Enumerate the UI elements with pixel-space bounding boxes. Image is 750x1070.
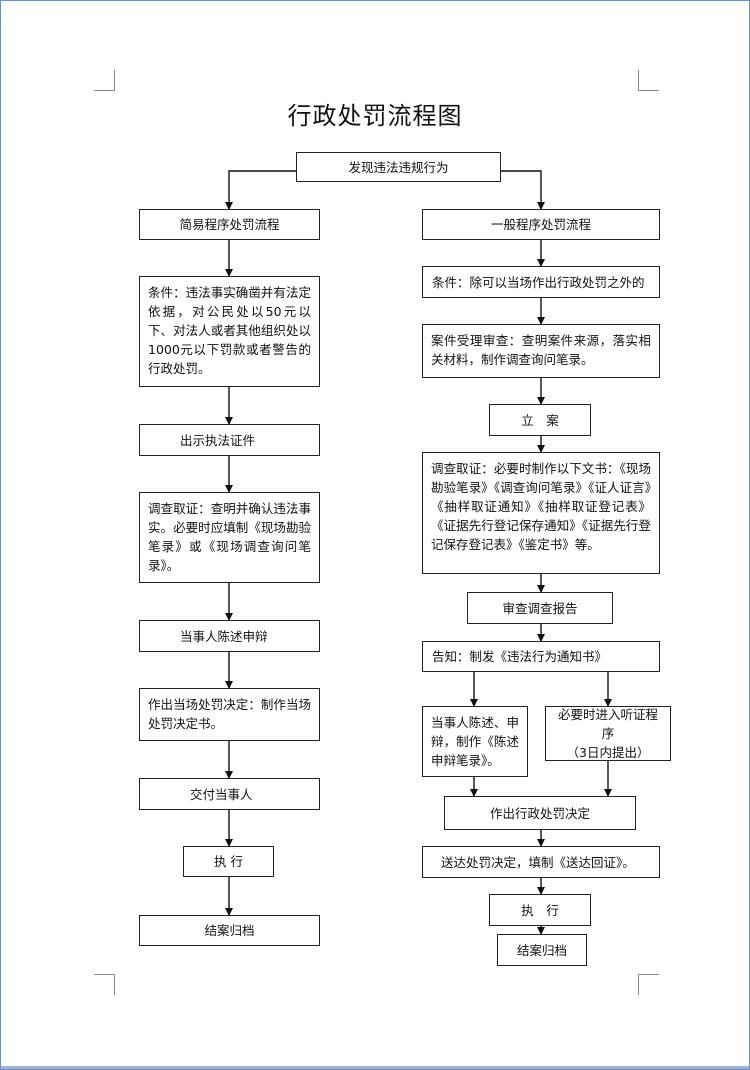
crop-mark-bottom-left — [94, 974, 115, 995]
hearing-line-1: 必要时进入听证程序 — [557, 707, 658, 741]
general-condition-box: 条件：除可以当场作出行政处罚之外的 — [422, 266, 660, 298]
general-review-box: 案件受理审查：查明案件来源，落实相关材料，制作调查询问笔录。 — [422, 324, 660, 378]
simple-decision-box: 作出当场处罚决定：制作当场处罚决定书。 — [139, 688, 320, 741]
simple-statement-box: 当事人陈述申辩 — [139, 620, 320, 652]
simple-show-certificate-box: 出示执法证件 — [139, 424, 320, 456]
simple-archive-box: 结案归档 — [139, 915, 320, 946]
general-investigate-box: 调查取证：必要时制作以下文书：《现场勘验笔录》《调查询问笔录》《证人证言》《抽样… — [422, 452, 660, 574]
simple-deliver-box: 交付当事人 — [139, 778, 320, 810]
page-title: 行政处罚流程图 — [287, 102, 463, 130]
hearing-line-2: （3日内提出） — [566, 745, 650, 760]
general-report-box: 审查调查报告 — [467, 592, 613, 624]
crop-mark-top-left — [94, 70, 115, 91]
simple-execute-box: 执 行 — [183, 846, 274, 877]
simple-investigate-box: 调查取证：查明并确认违法事实。必要时应填制《现场勘验笔录》或《现场调查询问笔录》… — [139, 492, 320, 583]
start-node: 发现违法违规行为 — [296, 152, 501, 182]
crop-mark-top-right — [638, 70, 659, 91]
general-serve-box: 送达处罚决定，填制《送达回证》。 — [422, 846, 660, 878]
simple-procedure-header: 简易程序处罚流程 — [139, 209, 320, 240]
general-hearing-box: 必要时进入听证程序 （3日内提出） — [545, 706, 671, 761]
general-decision-box: 作出行政处罚决定 — [444, 796, 636, 830]
simple-condition-box: 条件：违法事实确凿并有法定依据，对公民处以50元以下、对法人或者其他组织处以10… — [139, 276, 320, 387]
general-file-case-box: 立 案 — [489, 404, 591, 436]
general-execute-box: 执 行 — [489, 894, 591, 926]
general-notify-box: 告知：制发《违法行为通知书》 — [422, 641, 660, 672]
general-archive-box: 结案归档 — [497, 934, 587, 966]
general-statement-box: 当事人陈述、申辩，制作《陈述申辩笔录》。 — [422, 706, 528, 777]
crop-mark-bottom-right — [638, 974, 659, 995]
general-procedure-header: 一般程序处罚流程 — [422, 209, 660, 240]
